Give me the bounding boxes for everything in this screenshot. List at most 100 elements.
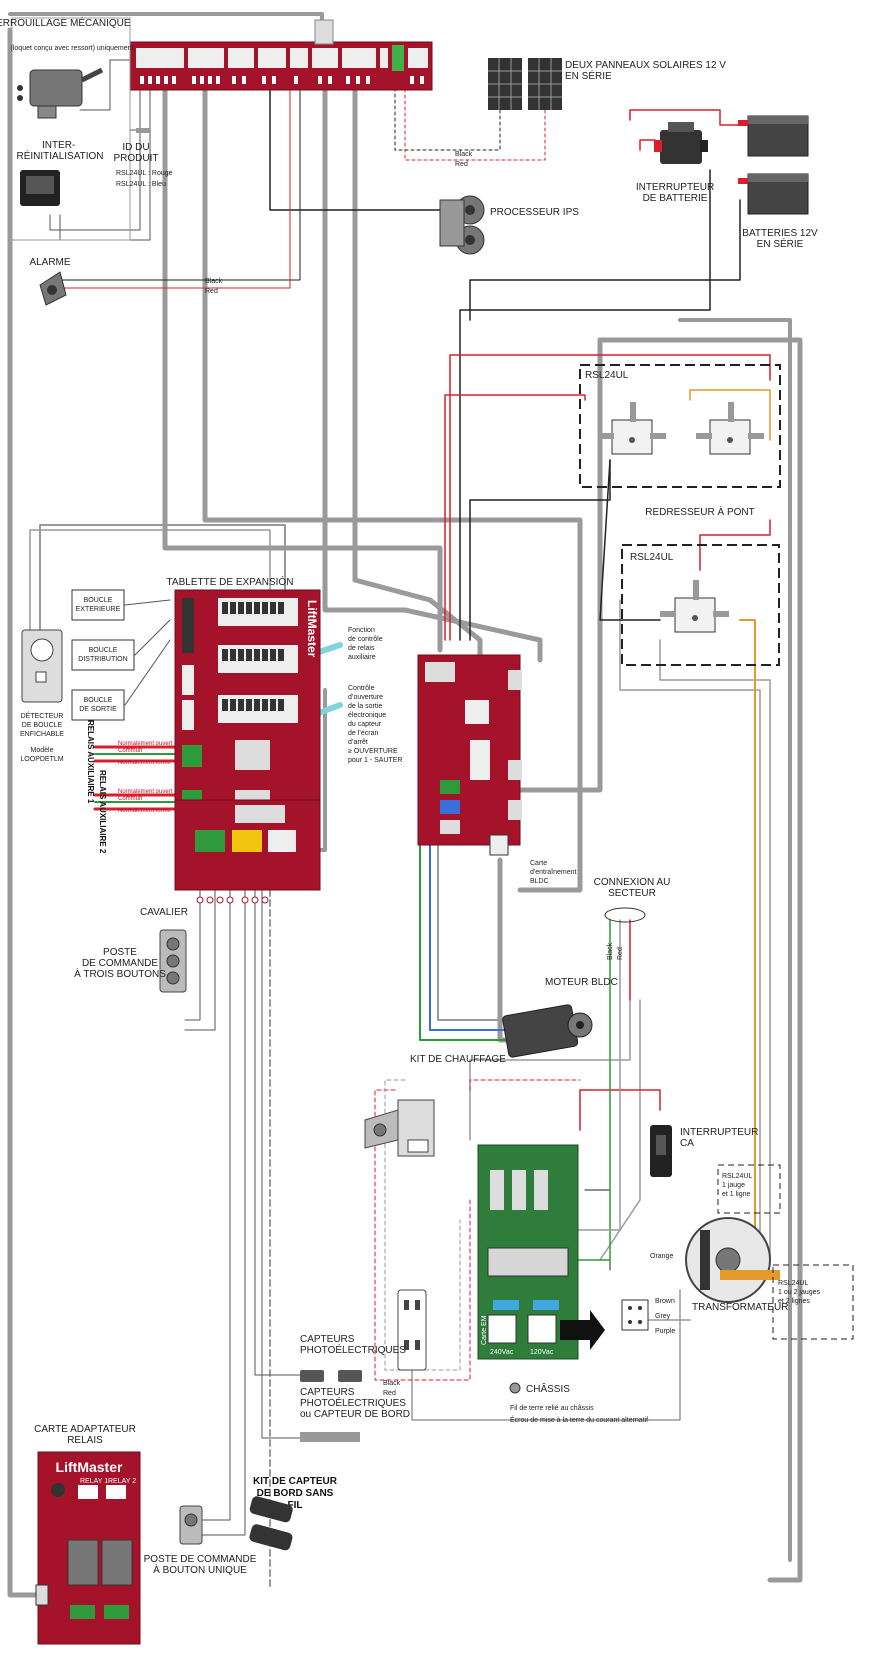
red-wire-alarm xyxy=(54,84,291,289)
lock-title: VERROUILLAGE MÉCANIQUE xyxy=(0,16,131,29)
adapter-relay2: RELAY 2 xyxy=(108,1478,136,1485)
heater-icon xyxy=(364,1099,435,1157)
red-wire-battery-2 xyxy=(639,139,656,151)
interlock-switch-icon xyxy=(20,170,60,206)
relay1-com: Commun xyxy=(118,748,142,754)
motor-label: MOTEUR BLDC xyxy=(545,977,618,988)
gray-wire-rsl-bottom xyxy=(619,599,761,1271)
gray-wire-rsl-mid xyxy=(659,639,771,1261)
chassis-sub2: Écrou de mise à la terre du courant alte… xyxy=(510,1415,648,1424)
fuse-block-icon: Brown Grey Purple Orange xyxy=(621,1253,675,1335)
gray-cable-right-loop xyxy=(517,337,603,793)
relay1-nc: Normalement fermé xyxy=(118,760,172,766)
wire-grey-label: Grey xyxy=(655,1313,671,1320)
interlock-l2: RÉINITIALISATION xyxy=(16,149,103,162)
lock-box: VERROUILLAGE MÉCANIQUE (loquet conçu ave… xyxy=(0,16,134,241)
wire-brown-label: Brown xyxy=(655,1298,675,1305)
arrow-icon xyxy=(560,1310,605,1350)
wire-purple-label: Purple xyxy=(655,1328,675,1335)
black-wire-alarm xyxy=(54,84,301,281)
wire-orange-label: Orange xyxy=(650,1253,673,1260)
wire-loop2 xyxy=(134,619,171,656)
gray-cable-lock xyxy=(162,82,443,653)
dashed-solar-black xyxy=(394,84,501,151)
rsl-top-label: RSL24UL xyxy=(585,370,629,381)
relay2-no: Normalement ouvert xyxy=(118,789,173,795)
loop-exit-box xyxy=(71,589,125,621)
gray-wire-power xyxy=(574,919,621,1231)
black-wire-ips xyxy=(269,84,441,211)
expansion-board-label: TABLETTE DE EXPANSIÓN xyxy=(167,575,294,588)
rsl-mid: RSL24UL xyxy=(621,544,780,666)
sensor-module-icon xyxy=(696,402,764,455)
v240-label: 240Vac xyxy=(490,1349,514,1356)
heater-kit: KIT DE CHAUFFAGE Black Red xyxy=(364,1054,506,1397)
heater-wire-black: Black xyxy=(383,1380,401,1387)
alarm-wire-red: Red xyxy=(205,288,218,295)
lock-icon xyxy=(17,67,104,119)
chassis-sub1: Fil de terre relié au châssis xyxy=(510,1405,594,1412)
chassis-label: CHÂSSIS xyxy=(526,1382,570,1395)
dashed-heater-red xyxy=(374,1089,471,1381)
ips-processor-icon: PROCESSEUR IPS xyxy=(439,195,579,255)
interlock-label: INTER- RÉINITIALISATION xyxy=(16,140,103,162)
three-button-station-icon xyxy=(159,929,187,993)
bridge-rectifier-label: REDRESSEUR À PONT xyxy=(645,505,754,518)
gray-cable-ips xyxy=(322,82,543,663)
gray-wire-ca xyxy=(599,999,641,1261)
wires xyxy=(7,12,803,1598)
relay2-nc: Normalement fermé xyxy=(118,808,172,814)
transformer-icon: TRANSFORMATEUR xyxy=(685,1217,788,1313)
expansion-board: TABLETTE DE EXPANSIÓN LiftMaster xyxy=(167,575,321,891)
expansion-brand: LiftMaster xyxy=(305,600,319,658)
wire-photo2 xyxy=(261,799,301,1439)
wire-one-btn xyxy=(199,799,231,1521)
gray-cable-expansion-top xyxy=(202,82,583,893)
black-wire-rsl-2 xyxy=(599,459,661,621)
wire-one-btn-2 xyxy=(199,799,246,1536)
solar-wire-red: Red xyxy=(455,161,468,168)
alarm-icon: ALARME Black Red xyxy=(29,257,223,306)
relay2-com: Commun xyxy=(118,796,142,802)
red-wire-battery xyxy=(629,109,751,126)
wire-loop1 xyxy=(124,599,171,606)
ips-label: PROCESSEUR IPS xyxy=(490,207,579,218)
adapter-relay1: RELAY 1 xyxy=(80,1478,108,1485)
rsl-top: RSL24UL REDRESSEUR À PONT xyxy=(579,364,781,518)
product-id-line2: RSL24UL : Bleu xyxy=(116,181,166,188)
jumper-label: CAVALIER xyxy=(140,907,188,918)
sensor-module-icon xyxy=(598,402,666,455)
wire-loop3 xyxy=(124,639,171,706)
interlock-l1: INTER- xyxy=(42,140,75,151)
gray-cable-mid xyxy=(352,82,483,663)
terminal-pins xyxy=(196,896,269,904)
loop-dist-box xyxy=(71,639,135,671)
v120-label: 120Vac xyxy=(530,1349,554,1356)
red-wire-rsl-mid xyxy=(699,519,771,571)
wire-interlock xyxy=(49,84,141,231)
